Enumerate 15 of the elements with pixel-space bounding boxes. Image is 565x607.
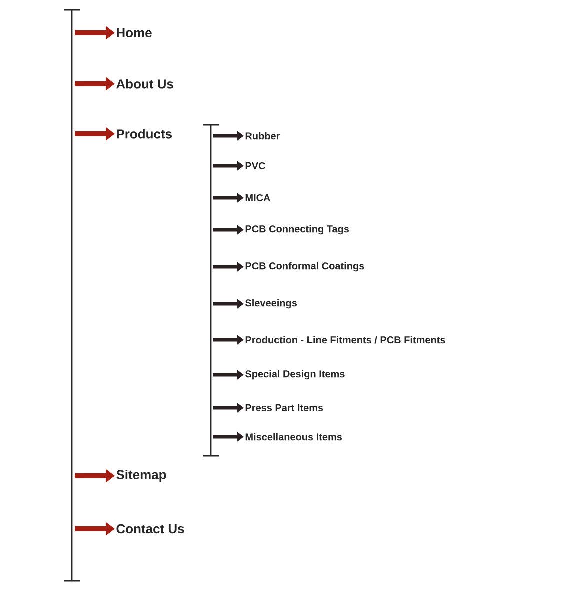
submenu-link: PVC xyxy=(246,162,266,170)
menu-link: About Us xyxy=(116,79,174,89)
submenu-link: Sleveeings xyxy=(245,299,298,309)
submenu-link: Miscellaneous Items xyxy=(246,433,342,441)
menu-link: Contact Us xyxy=(116,524,184,534)
submenu-link: MICA xyxy=(246,194,270,202)
submenu-link: Special Design Items xyxy=(245,370,345,380)
submenu-link: PCB Connecting Tags xyxy=(246,225,350,235)
submenu-link: PCB Conformal Coatings xyxy=(246,262,364,272)
submenu-link: Rubber xyxy=(246,132,280,140)
submenu-link: Production - Line Fitments / PCB Fitments xyxy=(246,336,446,344)
menu-link: Products xyxy=(117,129,172,139)
menu-link: Home xyxy=(117,28,152,38)
submenu-link: Press Part Items xyxy=(246,404,324,412)
menu-link: Sitemap xyxy=(116,470,166,482)
